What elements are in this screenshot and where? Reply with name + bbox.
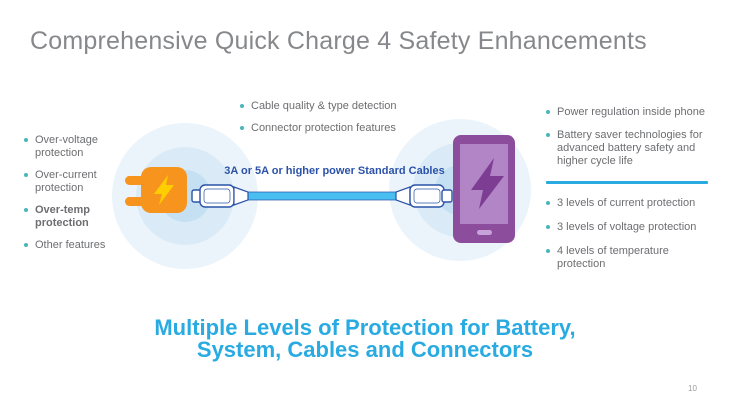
section-divider xyxy=(546,181,708,184)
cable-feature-list: Cable quality & type detection Connector… xyxy=(240,100,470,144)
bullet-dot-icon xyxy=(240,104,244,108)
list-item: 3 levels of voltage protection xyxy=(546,221,716,234)
list-item: 4 levels of temperature protection xyxy=(546,245,716,271)
list-item: Over-temp protection xyxy=(24,204,128,230)
bullet-label: Connector protection features xyxy=(251,122,396,134)
bullet-label: 3 levels of voltage protection xyxy=(557,221,697,233)
list-item: Other features xyxy=(24,239,128,252)
cable-label: 3A or 5A or higher power Standard Cables xyxy=(224,165,445,177)
footer-heading: Multiple Levels of Protection for Batter… xyxy=(65,317,665,361)
charger-plug-icon xyxy=(125,167,187,213)
list-item: Over-current protection xyxy=(24,169,128,195)
bullet-label: Other features xyxy=(35,239,106,251)
bullet-dot-icon xyxy=(546,201,550,205)
usb-cable-icon xyxy=(191,184,453,208)
footer-heading-line1: Multiple Levels of Protection for Batter… xyxy=(154,315,576,340)
bullet-label: Power regulation inside phone xyxy=(557,106,705,118)
phone-feature-list: Power regulation inside phone Battery sa… xyxy=(546,106,716,282)
list-item: Power regulation inside phone xyxy=(546,106,716,119)
lightning-bolt-icon xyxy=(471,158,504,209)
smartphone-icon xyxy=(453,135,515,243)
bullet-label: Over-current protection xyxy=(35,169,97,194)
list-item: Over-voltage protection xyxy=(24,134,128,160)
bullet-dot-icon xyxy=(24,138,28,142)
bullet-dot-icon xyxy=(546,133,550,137)
slide-title: Comprehensive Quick Charge 4 Safety Enha… xyxy=(30,27,647,55)
bullet-label: 3 levels of current protection xyxy=(557,197,696,209)
home-button xyxy=(477,230,492,235)
bullet-dot-icon xyxy=(24,243,28,247)
bullet-label: Over-voltage protection xyxy=(35,134,98,159)
bullet-label: Battery saver technologies for advanced … xyxy=(557,129,703,167)
bullet-dot-icon xyxy=(546,225,550,229)
bullet-dot-icon xyxy=(24,208,28,212)
bullet-label: Over-temp protection xyxy=(35,204,91,229)
page-number: 10 xyxy=(688,384,697,393)
usb-connector-right-icon xyxy=(395,184,453,208)
list-item: Connector protection features xyxy=(240,122,470,135)
list-item: 3 levels of current protection xyxy=(546,197,716,210)
charger-feature-list: Over-voltage protection Over-current pro… xyxy=(24,134,128,261)
bullet-dot-icon xyxy=(24,173,28,177)
bullet-label: Cable quality & type detection xyxy=(251,100,397,112)
bullet-label: 4 levels of temperature protection xyxy=(557,245,669,270)
list-item: Cable quality & type detection xyxy=(240,100,470,113)
list-item: Battery saver technologies for advanced … xyxy=(546,129,716,168)
bullet-dot-icon xyxy=(546,110,550,114)
bullet-dot-icon xyxy=(546,249,550,253)
usb-connector-left-icon xyxy=(191,184,249,208)
bullet-dot-icon xyxy=(240,126,244,130)
footer-heading-line2: System, Cables and Connectors xyxy=(196,337,534,362)
lightning-bolt-icon xyxy=(154,175,174,205)
